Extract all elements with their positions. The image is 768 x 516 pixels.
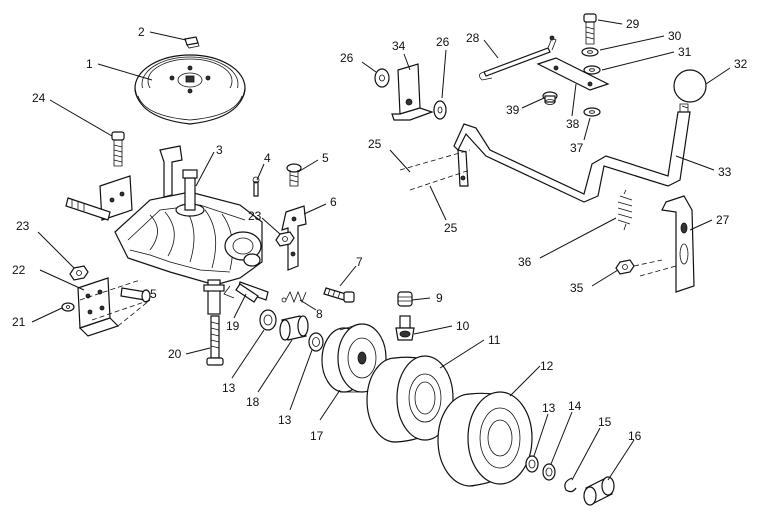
- washer-26-right: [433, 100, 447, 120]
- callout-18: 18: [246, 395, 260, 409]
- pin-19: [235, 283, 259, 303]
- callout-6: 6: [330, 195, 337, 209]
- washer-13-mid: [308, 332, 324, 352]
- washer-13-right: [525, 455, 539, 473]
- callout-5b: 5: [150, 287, 157, 301]
- washer-39: [542, 91, 558, 105]
- callout-21: 21: [12, 315, 26, 329]
- callout-23b: 23: [248, 209, 262, 223]
- callout-35: 35: [570, 281, 584, 295]
- washer-37: [583, 107, 601, 117]
- callout-25b: 25: [444, 221, 458, 235]
- callout-5a: 5: [322, 151, 329, 165]
- callout-2: 2: [138, 25, 145, 39]
- washer-14: [542, 463, 556, 481]
- tire-11: [366, 355, 454, 443]
- callout-26b: 26: [436, 35, 450, 49]
- spacer-18: [279, 315, 309, 341]
- bolt-24: [111, 131, 125, 167]
- callout-11: 11: [488, 333, 501, 347]
- callout-34: 34: [392, 39, 406, 53]
- callout-13c: 13: [542, 401, 556, 415]
- tire-12: [437, 391, 533, 487]
- callout-4: 4: [264, 151, 271, 165]
- callout-22: 22: [12, 263, 26, 277]
- cotter-pin-4: [252, 176, 260, 197]
- callout-labels: 1 2 3 4 5 5 6 7 8 9 10 11 12 13 13 13 14…: [12, 17, 748, 443]
- bolt-7: [323, 287, 355, 303]
- bracket-34: [391, 63, 434, 121]
- leader-lines: [31, 19, 731, 481]
- nut-23-right: [275, 231, 295, 247]
- callout-33: 33: [718, 165, 732, 179]
- callout-19: 19: [226, 319, 240, 333]
- callout-23a: 23: [16, 219, 30, 233]
- callout-3: 3: [216, 143, 223, 157]
- callout-39: 39: [506, 103, 520, 117]
- callout-20: 20: [168, 347, 182, 361]
- callout-8: 8: [316, 307, 323, 321]
- callout-27: 27: [716, 213, 730, 227]
- bolt-20: [206, 315, 224, 366]
- mount-alignment-lines: [79, 279, 151, 327]
- mount-bracket-22: [77, 277, 120, 337]
- bolt-5-lower: [120, 287, 151, 303]
- callout-25a: 25: [368, 137, 382, 151]
- nut-23-left: [69, 265, 89, 281]
- callout-14: 14: [568, 399, 582, 413]
- pulley-key: [184, 36, 200, 49]
- callout-13b: 13: [278, 413, 292, 427]
- callout-16: 16: [628, 429, 642, 443]
- washer-31: [583, 65, 601, 75]
- callout-13a: 13: [222, 381, 236, 395]
- callout-15: 15: [598, 415, 612, 429]
- knob-32: [673, 69, 707, 103]
- callout-28: 28: [466, 31, 480, 45]
- e-ring-15: [564, 477, 577, 493]
- spring-8: [281, 290, 307, 304]
- nut-35: [615, 259, 635, 275]
- control-rod-28: [479, 35, 557, 81]
- shift-lever-33: [453, 99, 691, 203]
- callout-17: 17: [310, 429, 324, 443]
- callout-26a: 26: [340, 51, 354, 65]
- bracket-alignment-lines: [633, 259, 677, 277]
- drive-pulley: [134, 54, 246, 125]
- hub-cap-16: [583, 476, 615, 506]
- valve-cap-9: [397, 291, 413, 307]
- valve-stem-10: [395, 315, 415, 341]
- washer-30: [581, 47, 599, 57]
- callout-9: 9: [436, 291, 443, 305]
- bracket-27: [661, 195, 695, 293]
- callout-1: 1: [86, 57, 93, 71]
- callout-7: 7: [356, 255, 363, 269]
- bracket-plate-38: [536, 57, 610, 91]
- callout-36: 36: [518, 255, 532, 269]
- washer-26-left: [374, 68, 390, 88]
- callout-24: 24: [32, 91, 46, 105]
- callout-31: 31: [678, 45, 692, 59]
- callout-38: 38: [566, 117, 580, 131]
- callout-37: 37: [570, 141, 584, 155]
- callout-10: 10: [456, 319, 470, 333]
- bolt-5-upper: [286, 163, 302, 187]
- washer-13-left: [259, 309, 277, 331]
- transaxle-housing: [65, 145, 269, 315]
- callout-12: 12: [540, 359, 554, 373]
- bolt-29: [583, 13, 597, 45]
- callout-30: 30: [668, 29, 682, 43]
- spring-36: [617, 189, 633, 231]
- lever-alignment-lines: [399, 149, 471, 191]
- callout-29: 29: [626, 17, 640, 31]
- washer-21: [61, 302, 75, 312]
- callout-32: 32: [734, 57, 748, 71]
